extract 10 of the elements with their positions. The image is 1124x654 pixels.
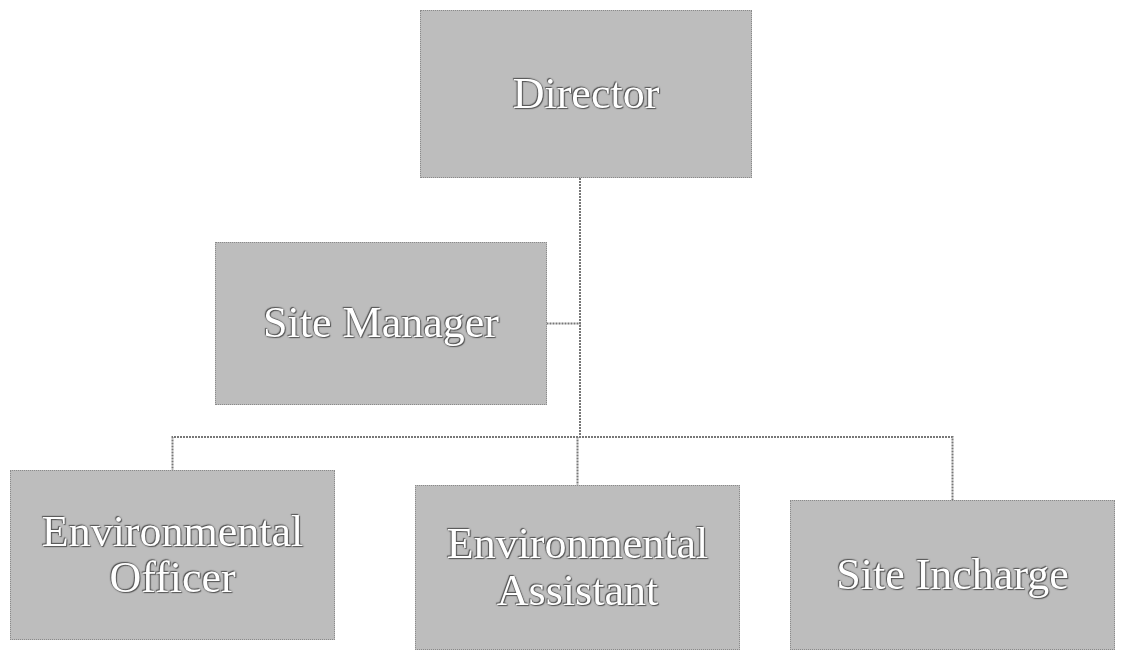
- role-title: Site Incharge: [835, 548, 1070, 601]
- role-box: [215, 242, 547, 405]
- role-box: [420, 10, 752, 178]
- role-title: Site Manager: [262, 297, 500, 350]
- role-title: Environmental Officer: [40, 505, 305, 604]
- role-box: [790, 500, 1115, 650]
- role-box: [415, 485, 740, 650]
- role-box: [10, 470, 335, 640]
- role-title: Environmental Assistant: [445, 518, 710, 617]
- role-title: Director: [511, 67, 661, 120]
